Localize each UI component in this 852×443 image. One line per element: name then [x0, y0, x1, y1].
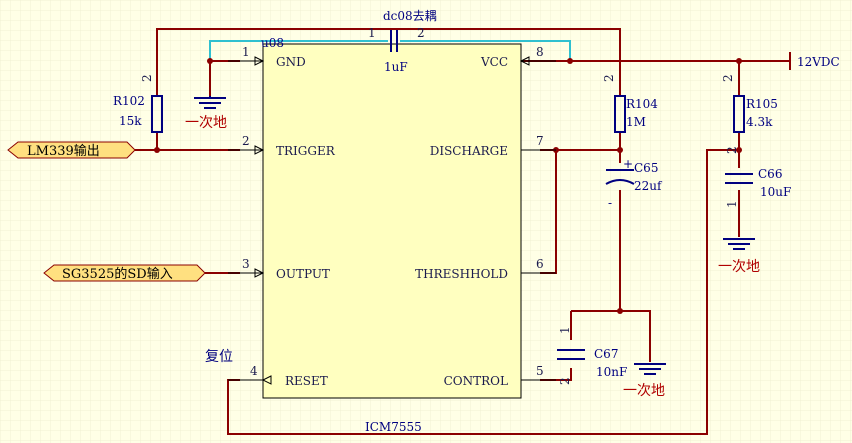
c65-plus: + [623, 157, 633, 171]
c65-minus: - [608, 196, 612, 210]
decap-wire-left [209, 40, 388, 61]
c66-ref: C66 [758, 167, 782, 181]
c67-ref: C67 [594, 347, 618, 361]
port-lm339-label: LM339输出 [27, 143, 100, 159]
c66-value: 10uF [760, 185, 791, 199]
c67-pin2: 2 [558, 377, 572, 385]
r104-value: 1M [626, 115, 646, 129]
resistor-r102[interactable] [151, 85, 163, 133]
junction-gnd [207, 58, 213, 64]
port-lm339[interactable] [7, 141, 136, 159]
r102-ref: R102 [113, 94, 145, 108]
decap-pin2: 2 [417, 26, 425, 40]
resistor-r105[interactable] [733, 95, 745, 133]
c65-value: 22uf [634, 179, 663, 193]
junction-r105-top [736, 58, 742, 64]
ic-pin-threshold-num: 6 [536, 257, 544, 271]
decap-wire-right [400, 40, 571, 61]
c67-pin1: 1 [558, 326, 572, 334]
r105-pin: 2 [721, 74, 735, 82]
junction-c65-bottom [617, 308, 623, 314]
r105-value: 4.3k [746, 115, 773, 129]
wire-node-ground [571, 310, 651, 362]
junction-c66-top [736, 147, 742, 153]
ic-pin-control-num: 5 [536, 364, 544, 378]
ic-pin-gnd-num: 1 [242, 45, 250, 59]
ic-pin-gnd-label: GND [276, 55, 306, 69]
power-port-label: 12VDC [797, 55, 840, 69]
c66-pin1: 1 [725, 200, 739, 208]
capacitor-c67[interactable] [557, 349, 585, 360]
ic-pin-trigger-label: TRIGGER [276, 144, 336, 158]
ic-pin-control-label: CONTROL [444, 374, 508, 388]
r104-pin: 2 [602, 74, 616, 82]
resistor-r104[interactable] [614, 95, 626, 133]
capacitor-c66[interactable] [725, 173, 753, 184]
ic-pin-reset-label: RESET [285, 374, 328, 388]
capacitor-c65[interactable] [605, 169, 635, 185]
ic-body [262, 43, 522, 399]
ic-ref: u08 [261, 36, 284, 50]
ic-pin-discharge-label: DISCHARGE [430, 144, 508, 158]
r104-ref: R104 [626, 97, 658, 111]
r105-ref: R105 [746, 97, 778, 111]
decap-capacitor[interactable] [390, 30, 398, 52]
ic-pin-vcc-num: 8 [536, 45, 544, 59]
r102-value: 15k [119, 114, 142, 128]
ic-pin-discharge-num: 7 [536, 134, 544, 148]
port-sg3525[interactable] [43, 264, 206, 282]
reset-note: 复位 [205, 348, 233, 365]
ic-555[interactable] [228, 43, 556, 399]
ic-pin-output-num: 3 [242, 257, 250, 271]
c66-pin2: 2 [725, 146, 739, 154]
ground-label-1: 一次地 [185, 115, 227, 131]
c65-ref: C65 [634, 161, 658, 175]
ic-pin-trigger-num: 2 [242, 134, 250, 148]
junction-trigger [154, 147, 160, 153]
port-sg3525-label: SG3525的SD输入 [62, 266, 173, 282]
ic-pin-vcc-label: VCC [480, 55, 508, 69]
ic-pin-output-label: OUTPUT [276, 267, 330, 281]
ground-symbol-2 [723, 238, 755, 250]
ic-pin-threshold-label: THRESHHOLD [415, 267, 508, 281]
ic-pin-reset-num: 4 [250, 364, 258, 378]
c67-value: 10nF [596, 365, 627, 379]
ic-value: ICM7555 [365, 420, 422, 434]
ground-symbol-3 [634, 363, 666, 375]
ground-symbol-1 [194, 96, 226, 109]
junction-vcc [567, 58, 573, 64]
ground-label-2: 一次地 [718, 259, 760, 275]
junction-c65-top [617, 147, 623, 153]
decap-value: 1uF [384, 60, 408, 74]
junctions [154, 58, 742, 314]
decap-pin1: 1 [368, 26, 376, 40]
ground-label-3: 一次地 [623, 383, 665, 399]
r102-pin: 2 [140, 74, 154, 82]
decap-ref: dc08去耦 [383, 9, 437, 23]
decap-wire [209, 40, 571, 61]
